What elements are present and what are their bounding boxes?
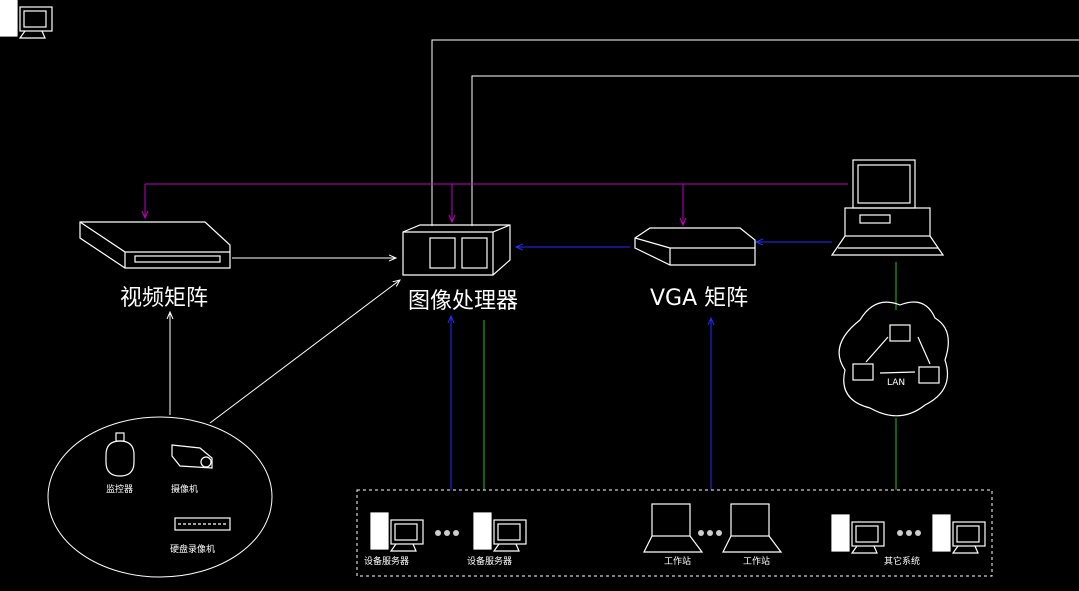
lan-computer-icon xyxy=(852,363,874,381)
workstation-label: 工作站 xyxy=(664,555,691,567)
video-output-line-1 xyxy=(431,39,1079,226)
camera-group xyxy=(47,416,273,578)
box-camera-label: 摄像机 xyxy=(171,483,198,495)
lan-computer-icon xyxy=(889,324,911,342)
device-server-icon[interactable] xyxy=(370,512,424,552)
device-server-label: 设备服务器 xyxy=(364,555,409,567)
device-server-label: 设备服务器 xyxy=(467,555,512,567)
device-server-icon[interactable] xyxy=(473,512,527,552)
other-system-icon[interactable] xyxy=(932,514,986,554)
control-bus xyxy=(145,183,848,225)
image-processor-label: 图像处理器 xyxy=(408,289,518,314)
dome-camera-label: 监控器 xyxy=(106,483,133,495)
laptop-icon[interactable] xyxy=(722,503,783,553)
vga-matrix-label: VGA 矩阵 xyxy=(650,286,748,311)
video-matrix-device[interactable] xyxy=(79,221,231,269)
video-matrix-label: 视频矩阵 xyxy=(120,286,208,311)
lan-computer-icon xyxy=(918,366,940,384)
lan-cloud: LAN xyxy=(838,301,949,417)
other-system-icon[interactable] xyxy=(831,514,885,554)
dvr-label: 硬盘录像机 xyxy=(170,543,215,555)
terminal-group xyxy=(356,489,993,577)
other-systems-label: 其它系统 xyxy=(884,555,920,567)
ellipsis-icon xyxy=(435,530,921,536)
cameras-to-processor xyxy=(209,280,400,424)
workstation-label: 工作站 xyxy=(743,555,770,567)
box-camera-icon[interactable] xyxy=(171,444,213,469)
dvr-icon[interactable] xyxy=(174,517,231,531)
lan-label: LAN xyxy=(887,378,905,388)
image-processor-device[interactable] xyxy=(402,224,511,276)
laptop-icon[interactable] xyxy=(643,503,704,553)
dome-camera-icon[interactable] xyxy=(105,432,135,477)
video-output-line-2 xyxy=(471,75,1079,226)
vga-matrix-device[interactable] xyxy=(634,227,756,266)
control-pc[interactable] xyxy=(830,159,945,256)
